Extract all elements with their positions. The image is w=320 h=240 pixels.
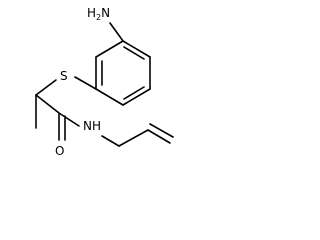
allyl-bond-1: [118, 129, 149, 147]
ring-bond-4: [95, 88, 124, 106]
ring-bond-3: [122, 88, 151, 106]
ring-bond-6: [95, 40, 124, 58]
ring-double-1: [123, 46, 145, 60]
allyl-double-b: [149, 123, 174, 138]
amine-h-label: H: [87, 6, 96, 20]
allyl-double-a: [147, 129, 171, 144]
amine-n-label: N: [101, 6, 110, 20]
structure-diagram: H2N S O NH: [35, 6, 174, 158]
ch-carbonyl-bond: [35, 94, 60, 114]
ring-bond-1: [122, 40, 151, 58]
carbonyl-amide-bond: [58, 112, 80, 127]
ring-double-2: [123, 86, 145, 100]
ring-sulfur-bond: [74, 76, 97, 90]
sulfur-ch-bond: [35, 79, 57, 96]
oxygen-label: O: [55, 144, 64, 158]
amine-subscript-label: 2: [96, 13, 101, 22]
amide-nh-label: NH: [83, 119, 101, 133]
amine-label: H2N: [87, 6, 110, 22]
sulfur-label: S: [60, 69, 68, 83]
amide-ch2-bond: [101, 135, 120, 147]
benzene-ring: [95, 40, 151, 106]
amine-bond: [109, 22, 124, 42]
